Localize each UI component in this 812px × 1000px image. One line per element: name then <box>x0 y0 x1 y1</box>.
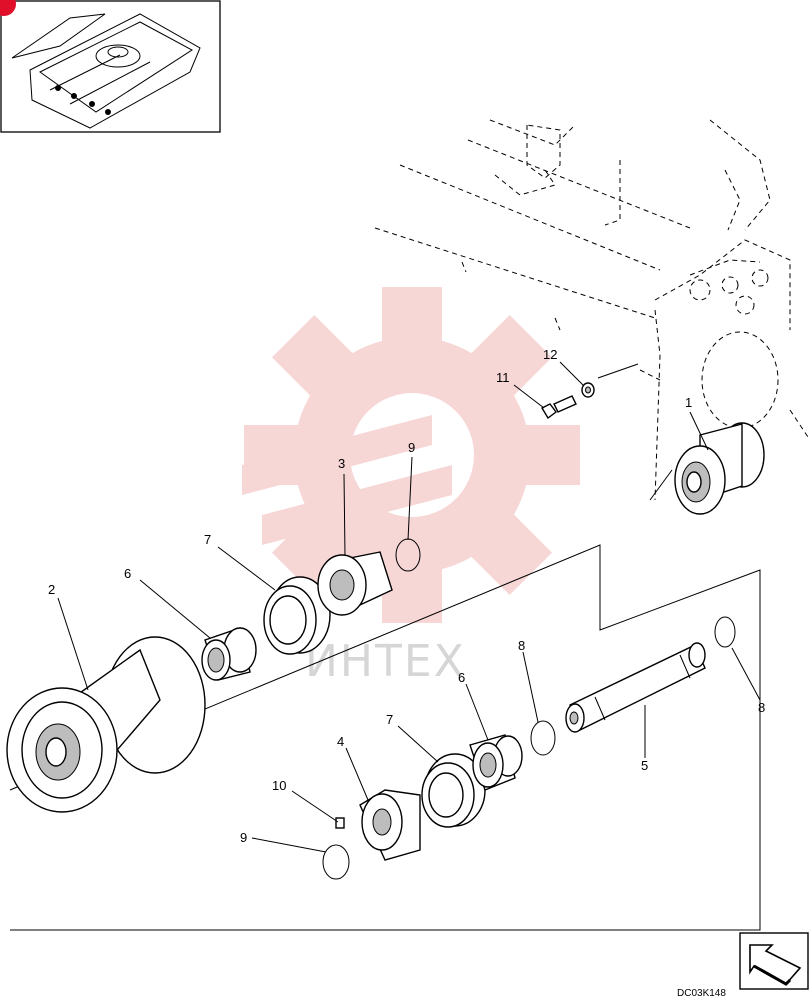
callout-7-lower: 7 <box>386 712 393 727</box>
callout-3: 3 <box>338 456 345 471</box>
excavator-thumbnail <box>0 0 221 133</box>
part-10-plug <box>335 817 345 829</box>
callout-6-upper: 6 <box>124 566 131 581</box>
next-page-arrow-icon[interactable] <box>739 932 809 990</box>
part-7-seal-lower <box>421 753 486 828</box>
frame-outline <box>374 119 811 501</box>
part-11-bolt <box>541 395 577 420</box>
part-8-o-ring-left <box>530 720 556 756</box>
badge-icon <box>0 0 16 16</box>
callout-5: 5 <box>641 758 648 773</box>
part-8-o-ring-right <box>714 616 736 648</box>
part-6-bushing-lower <box>469 734 523 791</box>
part-3-collar <box>317 551 393 616</box>
assembly-axis-line <box>9 544 761 931</box>
part-1-roller-assembly <box>649 422 765 515</box>
part-7-seal-upper <box>263 576 331 655</box>
callout-12: 12 <box>543 347 557 362</box>
watermark-gear-logo <box>242 287 580 623</box>
callout-4: 4 <box>337 734 344 749</box>
callout-11: 11 <box>496 370 510 385</box>
callout-9-upper: 9 <box>408 440 415 455</box>
part-4-collar <box>359 789 421 861</box>
callout-10: 10 <box>272 778 286 793</box>
callout-7-upper: 7 <box>204 532 211 547</box>
callout-1: 1 <box>685 395 692 410</box>
callout-2: 2 <box>48 582 55 597</box>
drawing-code: DC03K148 <box>677 988 726 999</box>
callout-8-right: 8 <box>758 700 765 715</box>
callout-9-lower: 9 <box>240 830 247 845</box>
part-2-roller-body <box>6 636 206 813</box>
callout-8-left: 8 <box>518 638 525 653</box>
callout-6-lower: 6 <box>458 670 465 685</box>
part-5-shaft <box>565 642 706 733</box>
part-6-bushing-upper <box>201 627 257 681</box>
watermark-text: ИНТЕХ <box>305 636 466 687</box>
part-9-snap-ring-lower <box>322 844 350 880</box>
part-12-washer <box>581 382 595 398</box>
callouts: 1 2 3 4 5 6 6 7 7 8 8 9 9 10 11 12 <box>48 347 765 845</box>
leader-lines <box>57 361 761 853</box>
